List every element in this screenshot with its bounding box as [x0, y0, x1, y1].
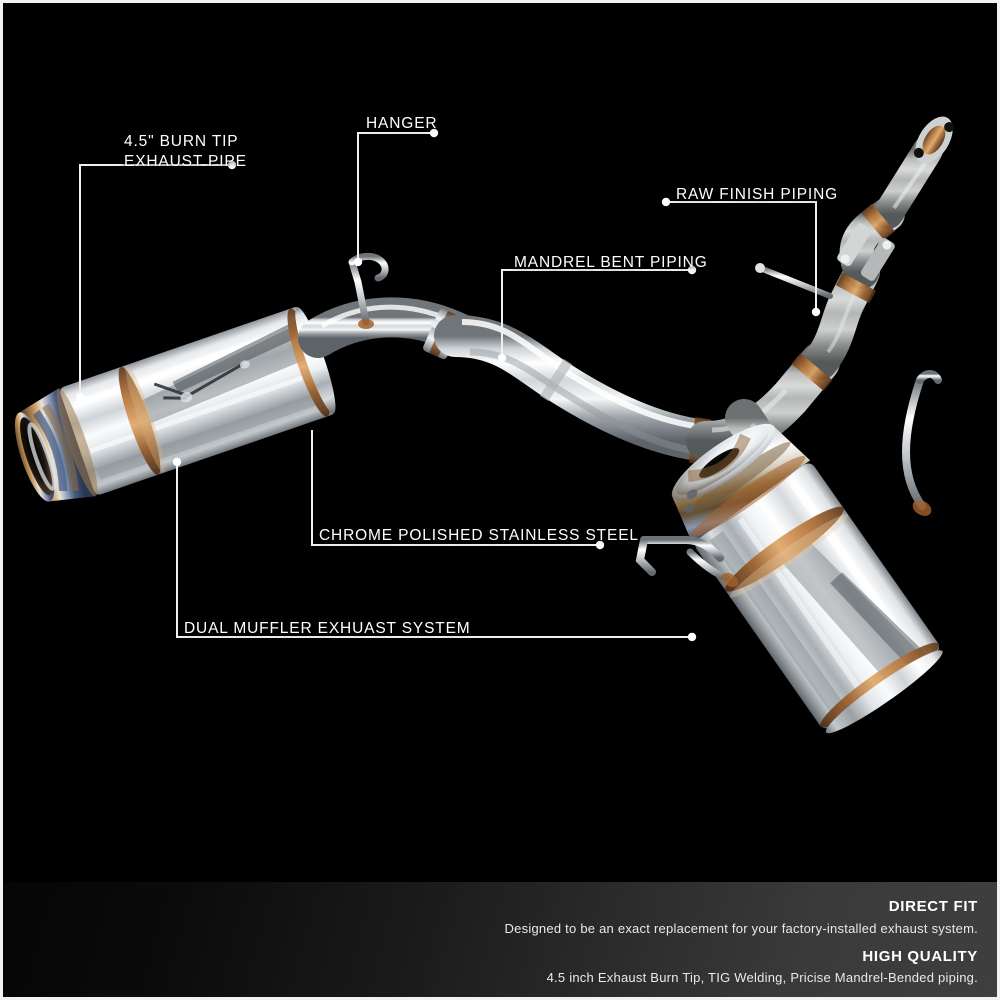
- callout-burn-tip: 4.5" BURN TIP EXHAUST PIPE: [124, 132, 247, 173]
- leader-dot-chrome-polished: [595, 540, 605, 550]
- feature-high-quality-desc: 4.5 inch Exhaust Burn Tip, TIG Welding, …: [546, 970, 978, 986]
- feature-footer: DIRECT FIT Designed to be an exact repla…: [0, 882, 1000, 1000]
- hanger-bracket-lower: [635, 536, 739, 588]
- feature-high-quality: HIGH QUALITY 4.5 inch Exhaust Burn Tip, …: [0, 946, 978, 989]
- leader-dot-mandrel-bent: [687, 265, 697, 275]
- leader-hanger: [357, 132, 434, 262]
- leader-dot-hanger: [429, 128, 439, 138]
- leader-end-burn-tip: [75, 392, 85, 402]
- feature-direct-fit-desc: Designed to be an exact replacement for …: [504, 920, 978, 936]
- callout-chrome-polished: CHROME POLISHED STAINLESS STEEL: [319, 527, 639, 544]
- hanger-tab-raw-pipe: [755, 263, 833, 299]
- leader-raw-finish: [666, 201, 817, 312]
- callout-raw-finish: RAW FINISH PIPING: [676, 186, 839, 203]
- feature-direct-fit-title: DIRECT FIT: [888, 898, 978, 915]
- leader-dot-raw-finish: [661, 197, 671, 207]
- callout-hanger: HANGER: [366, 115, 438, 132]
- callout-burn-tip-line2: EXHAUST PIPE: [124, 153, 247, 171]
- pipe-top-flange: [913, 116, 955, 164]
- leader-dual-muffler: [176, 462, 692, 638]
- leader-dot-dual-muffler: [687, 632, 697, 642]
- leader-end-hanger: [353, 257, 363, 267]
- right-muffler: [671, 423, 943, 734]
- leader-dot-burn-tip: [227, 160, 237, 170]
- feature-direct-fit: DIRECT FIT Designed to be an exact repla…: [0, 896, 978, 939]
- callout-dual-muffler: DUAL MUFFLER EXHUAST SYSTEM: [184, 620, 471, 637]
- leader-end-mandrel-bent: [497, 353, 507, 363]
- leader-end-chrome-polished: [172, 457, 182, 467]
- hanger-bracket-right: [901, 370, 942, 516]
- callout-mandrel-bent: MANDREL BENT PIPING: [514, 254, 708, 271]
- leader-burn-tip: [79, 164, 232, 397]
- pipe-flange: [837, 223, 895, 281]
- leader-mandrel-bent: [501, 269, 692, 358]
- leader-end-raw-finish: [811, 307, 821, 317]
- leader-chrome-polished: [311, 430, 600, 546]
- callout-burn-tip-line1: 4.5" BURN TIP: [124, 133, 239, 150]
- feature-high-quality-title: HIGH QUALITY: [862, 947, 978, 965]
- left-muffler: [14, 307, 336, 502]
